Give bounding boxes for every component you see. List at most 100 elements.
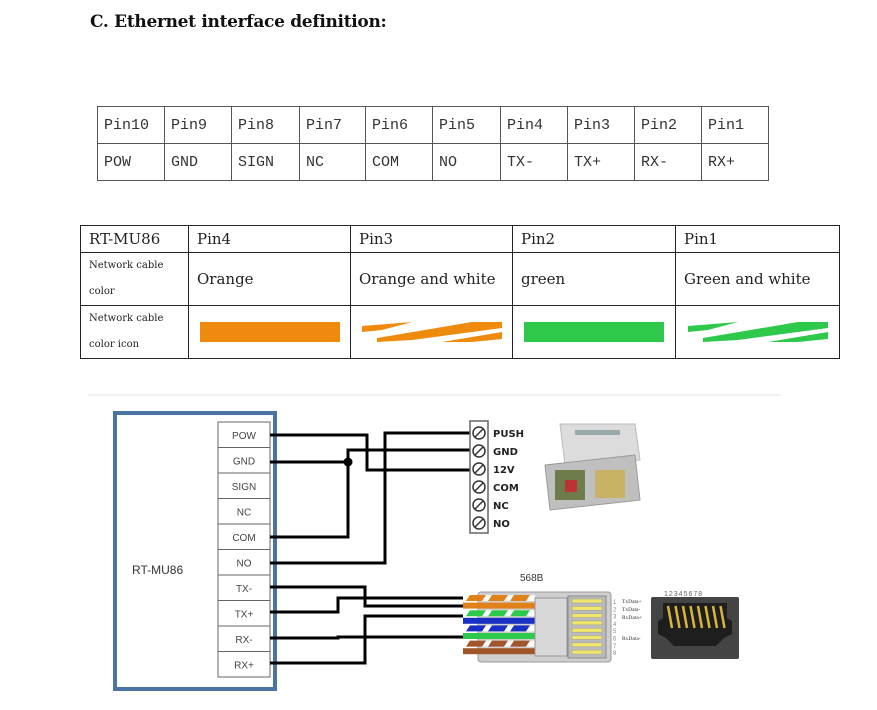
wire-stripe bbox=[488, 610, 508, 617]
jack-pin bbox=[704, 605, 711, 629]
wire-stripe bbox=[510, 640, 530, 647]
device-pin-box bbox=[217, 549, 271, 576]
screw-slot bbox=[474, 464, 484, 474]
header-row: RT-MU86 Pin4 Pin3 Pin2 Pin1 bbox=[80, 225, 840, 253]
green-white-swatch-cell bbox=[675, 305, 840, 359]
jack-pin bbox=[689, 605, 696, 629]
plug-contact bbox=[571, 627, 603, 633]
screw-slot bbox=[474, 428, 484, 438]
plug-wire bbox=[463, 633, 535, 639]
wire-gnd-to-gnd bbox=[270, 448, 475, 464]
lock-terminal-label: PUSH bbox=[493, 429, 524, 440]
signal-cell: TX+ bbox=[567, 143, 635, 181]
wire-pow-to-12v bbox=[270, 433, 475, 472]
cable-color-table: RT-MU86 Pin4 Pin3 Pin2 Pin1 Network cabl… bbox=[80, 225, 840, 359]
signal-cell: NC bbox=[299, 143, 366, 181]
plug-contact-area bbox=[567, 595, 607, 659]
connector-label: 568B bbox=[520, 573, 544, 584]
device-pin-label: TX- bbox=[236, 584, 252, 595]
jack-pin bbox=[666, 605, 674, 629]
pin-header: Pin3 bbox=[350, 225, 513, 253]
wire-tx-plus bbox=[270, 596, 463, 614]
plug-contacts bbox=[571, 598, 603, 655]
lock-wires bbox=[270, 431, 475, 565]
plug-wire bbox=[463, 648, 535, 655]
device-pin-label: SIGN bbox=[232, 482, 256, 493]
section-heading: C. Ethernet interface definition: bbox=[90, 12, 387, 32]
plug-wire bbox=[463, 617, 535, 624]
device-pin-label: GND bbox=[233, 457, 255, 468]
device-pin-box bbox=[217, 472, 271, 499]
pin-header: Pin1 bbox=[675, 225, 840, 253]
jack-pin bbox=[681, 605, 689, 629]
device-pin-label: COM bbox=[232, 533, 255, 544]
junction-dot bbox=[343, 457, 353, 467]
device-pin-label: RX+ bbox=[234, 661, 254, 672]
pin-cell: Pin4 bbox=[500, 106, 568, 144]
green-white-striped-swatch-icon bbox=[687, 322, 828, 342]
device-pin-label: NO bbox=[237, 559, 252, 570]
jack-signal-label: TxData- bbox=[622, 607, 640, 613]
orange-white-striped-swatch-icon bbox=[361, 322, 502, 342]
screw-slot bbox=[474, 500, 484, 510]
pin-cell: Pin6 bbox=[365, 106, 433, 144]
jack-pin bbox=[696, 605, 704, 629]
plug-contact bbox=[571, 649, 603, 655]
plug-contact bbox=[571, 642, 603, 648]
device-pin-label: RX- bbox=[235, 635, 252, 646]
device-pin-box bbox=[217, 498, 271, 525]
orange-solid-swatch-icon bbox=[199, 322, 340, 342]
pin-definition-table: Pin10 Pin9 Pin8 Pin7 Pin6 Pin5 Pin4 Pin3… bbox=[97, 106, 769, 181]
lock-terminal-label: NO bbox=[493, 519, 510, 530]
device-pin-label: TX+ bbox=[235, 610, 254, 621]
color-cell: Orange bbox=[188, 252, 351, 306]
pin-number-row: Pin10 Pin9 Pin8 Pin7 Pin6 Pin5 Pin4 Pin3… bbox=[97, 106, 769, 144]
signal-cell: SIGN bbox=[231, 143, 300, 181]
wire-stripe bbox=[488, 625, 508, 632]
pin-cell: Pin2 bbox=[634, 106, 702, 144]
wire-stripe bbox=[466, 625, 486, 632]
plug-contact bbox=[571, 606, 603, 611]
green-swatch-cell bbox=[512, 305, 676, 359]
wire-stripe bbox=[510, 595, 530, 601]
device-pin-box bbox=[217, 523, 271, 550]
screw-slot bbox=[474, 482, 484, 492]
plug-contact bbox=[571, 635, 603, 640]
wire-stripe bbox=[488, 595, 508, 601]
signal-cell: TX- bbox=[500, 143, 568, 181]
signal-row: POW GND SIGN NC COM NO TX- TX+ RX- RX+ bbox=[97, 143, 769, 181]
wire-com-to-gnd bbox=[270, 462, 350, 539]
jack-pin bbox=[711, 605, 719, 629]
wire-stripe bbox=[466, 640, 486, 647]
wire-rx-plus bbox=[270, 614, 463, 665]
orange-white-swatch-cell bbox=[350, 305, 513, 359]
color-cell: Orange and white bbox=[350, 252, 513, 306]
lock-terminal-label: COM bbox=[493, 483, 519, 494]
pin-header: Pin2 bbox=[512, 225, 676, 253]
power-supply-icon bbox=[544, 423, 641, 511]
green-solid-swatch-icon bbox=[524, 322, 664, 342]
jack-pin bbox=[719, 605, 726, 629]
plug-pin-number: 2 bbox=[613, 607, 617, 613]
device-pin-label: POW bbox=[232, 431, 256, 442]
orange-swatch-cell bbox=[188, 305, 351, 359]
color-cell: Green and white bbox=[675, 252, 840, 306]
color-cell: green bbox=[512, 252, 676, 306]
plug-pin-number: 5 bbox=[613, 629, 617, 635]
jack-signal-label: RxData+ bbox=[622, 615, 642, 621]
jack-labels: TxData+TxData-RxData+RxData- bbox=[622, 599, 642, 642]
jack-signal-label: TxData+ bbox=[622, 599, 642, 605]
plug-wires bbox=[463, 595, 535, 655]
device-frame bbox=[113, 411, 277, 691]
signal-cell: GND bbox=[164, 143, 232, 181]
plug-pin-number: 8 bbox=[613, 651, 617, 657]
plug-pin-number: 4 bbox=[613, 622, 617, 628]
jack-pin-numbers: 12345678 bbox=[664, 591, 703, 598]
plug-body bbox=[534, 597, 568, 657]
pin-cell: Pin9 bbox=[164, 106, 232, 144]
plug-contact bbox=[571, 613, 603, 618]
